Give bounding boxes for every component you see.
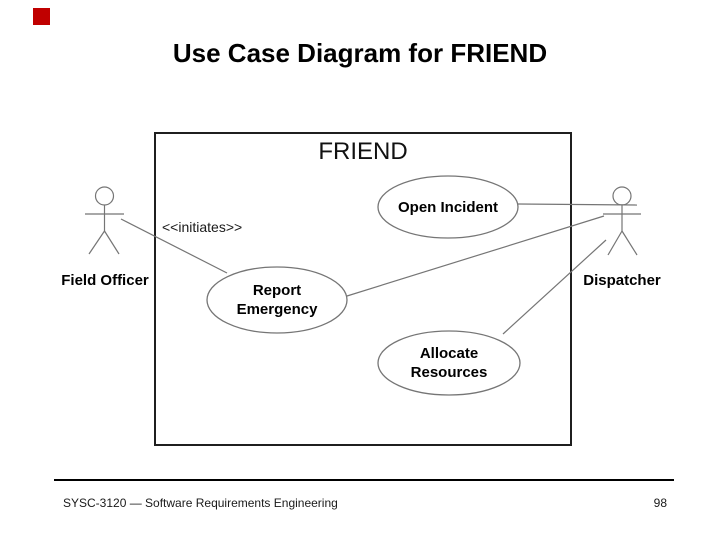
use-case-label-line: Resources (410, 364, 488, 381)
use-case-label-open-incident: Open Incident (378, 176, 518, 238)
actor-label-dispatcher: Dispatcher (583, 272, 661, 289)
association-reportemergency-dispatcher (346, 215, 605, 297)
footer-page-number: 98 (653, 496, 667, 510)
use-case-label-line: Report (252, 282, 302, 299)
use-case-ellipse-report-emergency (206, 266, 348, 334)
stereotype-initiates-label: <<initiates>> (162, 219, 243, 235)
use-case-ellipse-allocate-resources (377, 330, 521, 396)
slide-accent-square (33, 8, 50, 25)
association-openincident-dispatcher (517, 203, 638, 206)
dispatcher-actor-icon (603, 186, 641, 256)
association-allocateresources-dispatcher (502, 239, 607, 335)
page-title: Use Case Diagram for FRIEND (172, 38, 548, 68)
system-boundary-name: FRIEND (318, 138, 408, 165)
use-case-label-line: Emergency (236, 301, 318, 318)
association-fieldofficer-reportemergency (120, 218, 228, 274)
field-officer-actor-icon (85, 186, 124, 255)
association-lines (120, 203, 638, 335)
footer-course-text: SYSC-3120 — Software Requirements Engine… (63, 496, 338, 510)
use-case-label-allocate-resources: Allocate Resources (378, 331, 520, 395)
actor-label-field-officer: Field Officer (61, 272, 149, 289)
footer-divider (54, 479, 674, 481)
use-case-label-line: Allocate (419, 345, 479, 362)
use-case-label-line: Open Incident (397, 198, 498, 216)
use-case-ellipse-open-incident (377, 175, 519, 239)
use-case-label-report-emergency: Report Emergency (207, 267, 347, 333)
